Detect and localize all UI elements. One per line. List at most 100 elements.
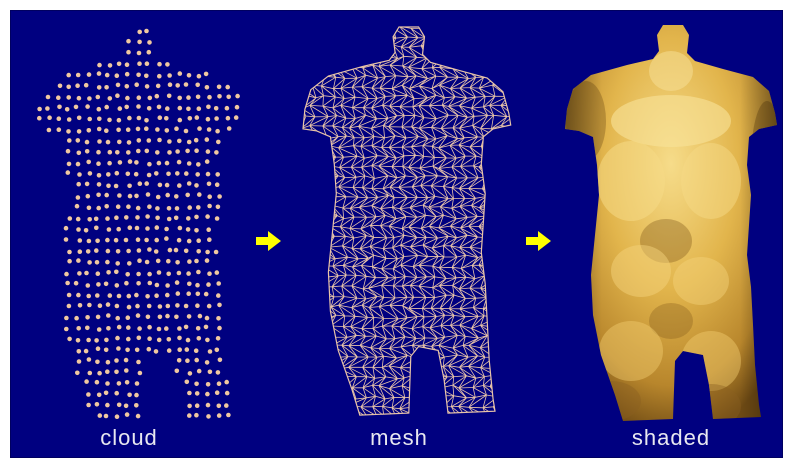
cloud-point	[78, 303, 83, 308]
cloud-point	[167, 94, 172, 99]
cloud-point	[165, 283, 170, 288]
cloud-point	[144, 126, 149, 131]
cloud-point	[187, 73, 192, 78]
cloud-point	[217, 413, 222, 418]
cloud-point	[67, 337, 72, 342]
cloud-point	[235, 94, 240, 99]
cloud-point	[157, 327, 162, 332]
cloud-point	[116, 204, 121, 209]
cloud-point	[147, 40, 152, 45]
cloud-point	[177, 183, 182, 188]
cloud-point	[207, 95, 212, 100]
cloud-point	[205, 159, 210, 164]
cloud-point	[96, 193, 101, 198]
cloud-point	[194, 228, 199, 233]
cloud-point	[168, 248, 173, 253]
stage-label-cloud: cloud	[59, 425, 199, 451]
cloud-point	[134, 160, 139, 165]
cloud-point	[77, 172, 82, 177]
cloud-point	[154, 249, 159, 254]
cloud-point	[154, 238, 159, 243]
cloud-point	[217, 85, 222, 90]
cloud-point	[88, 371, 93, 376]
cloud-point	[157, 62, 162, 67]
cloud-point	[95, 380, 100, 385]
cloud-point	[128, 225, 133, 230]
cloud-point	[125, 272, 130, 277]
cloud-point	[87, 217, 92, 222]
cloud-point	[115, 414, 120, 419]
cloud-point	[188, 371, 193, 376]
cloud-point	[76, 73, 81, 78]
cloud-point	[137, 40, 142, 45]
cloud-point	[96, 95, 101, 100]
cloud-point	[164, 236, 169, 241]
cloud-point	[166, 259, 171, 264]
cloud-point	[217, 381, 222, 386]
cloud-point	[157, 270, 162, 275]
cloud-point	[46, 95, 51, 100]
cloud-point	[187, 205, 192, 210]
cloud-point	[114, 270, 119, 275]
cloud-point	[86, 338, 91, 343]
cloud-point	[174, 315, 179, 320]
cloud-point	[66, 85, 71, 90]
cloud-point	[218, 358, 223, 363]
cloud-point	[197, 74, 202, 79]
cloud-point	[108, 293, 113, 298]
cloud-point	[167, 217, 172, 222]
cloud-point	[147, 50, 152, 55]
cloud-point	[186, 227, 191, 232]
cloud-point	[115, 304, 120, 309]
cloud-point	[105, 381, 110, 386]
cloud-point	[104, 338, 109, 343]
cloud-point	[148, 96, 153, 101]
cloud-point	[115, 336, 120, 341]
cloud-point	[57, 105, 62, 110]
cloud-point	[86, 160, 91, 165]
cloud-point	[125, 412, 130, 417]
cloud-point	[164, 326, 169, 331]
cloud-point	[184, 82, 189, 87]
cloud-point	[106, 270, 111, 275]
cloud-point	[95, 260, 100, 265]
cloud-point	[137, 138, 142, 143]
cloud-point	[147, 162, 152, 167]
cloud-point	[64, 272, 69, 277]
cloud-point	[66, 95, 71, 100]
cloud-point	[185, 149, 190, 154]
cloud-point	[74, 281, 79, 286]
cloud-point	[174, 216, 179, 221]
cloud-point	[126, 127, 131, 132]
cloud-point	[76, 338, 81, 343]
cloud-point	[97, 139, 102, 144]
cloud-point	[77, 151, 82, 156]
cloud-point	[174, 248, 179, 253]
cloud-point	[68, 216, 73, 221]
cloud-point	[186, 338, 191, 343]
cloud-point	[66, 170, 71, 175]
stage-label-shaded: shaded	[601, 425, 741, 451]
cloud-point	[188, 116, 193, 121]
cloud-point	[126, 249, 131, 254]
cloud-point	[184, 304, 189, 309]
cloud-point	[158, 304, 163, 309]
cloud-point	[115, 316, 120, 321]
cloud-point	[84, 349, 89, 354]
cloud-point	[187, 239, 192, 244]
cloud-point	[78, 238, 83, 243]
cloud-point	[126, 150, 131, 155]
cloud-point	[177, 238, 182, 243]
cloud-point	[196, 205, 201, 210]
cloud-point	[155, 206, 160, 211]
cloud-point	[215, 348, 220, 353]
cloud-point	[86, 283, 91, 288]
cloud-point	[166, 304, 171, 309]
cloud-point	[175, 83, 180, 88]
cloud-point	[138, 371, 143, 376]
cloud-point	[207, 127, 212, 132]
cloud-point	[155, 94, 160, 99]
cloud-point	[64, 327, 69, 332]
cloud-point	[134, 82, 139, 87]
cloud-point	[177, 358, 182, 363]
